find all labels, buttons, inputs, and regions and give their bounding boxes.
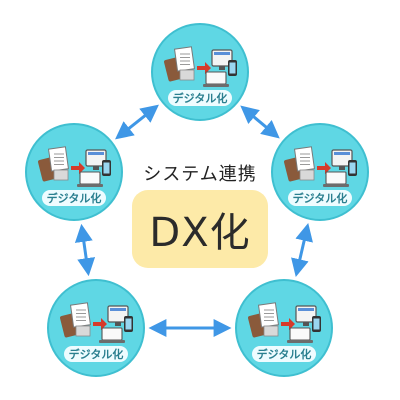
red-arrow-icon <box>281 318 295 330</box>
laptop-base <box>323 184 349 187</box>
id-card-shape <box>53 169 69 181</box>
node-label: デジタル化 <box>173 91 228 105</box>
dx-title: DX化 <box>149 210 251 256</box>
id-card-shape <box>299 169 315 181</box>
monitor-stand <box>339 166 345 170</box>
node-bottom-right: デジタル化 <box>235 279 333 377</box>
red-arrow-icon <box>71 162 85 174</box>
phone-screen <box>229 62 236 74</box>
red-arrow-icon <box>317 162 331 174</box>
node-label-bg <box>42 190 106 206</box>
phone-screen <box>349 162 356 174</box>
monitor-stand <box>93 166 99 170</box>
id-card-shape <box>179 69 195 81</box>
paper-shape <box>69 302 92 328</box>
monitor-screen-bar <box>110 308 126 311</box>
node-bottom-left: デジタル化 <box>47 279 145 377</box>
paper-to-computer-icon <box>164 46 237 87</box>
node-label: デジタル化 <box>47 191 102 205</box>
node-top: デジタル化 <box>151 23 249 121</box>
laptop-screen <box>101 327 123 341</box>
monitor-stand <box>303 322 309 326</box>
laptop-base <box>287 340 313 343</box>
laptop-base <box>203 84 229 87</box>
paper-to-computer-icon <box>248 302 321 343</box>
laptop-screen <box>205 71 227 85</box>
node-label: デジタル化 <box>293 191 348 205</box>
paper-shape <box>293 146 316 172</box>
node-label-bg <box>288 190 352 206</box>
paper-shape <box>173 46 196 72</box>
monitor-screen-bar <box>298 308 314 311</box>
monitor-stand <box>219 66 225 70</box>
phone-screen <box>103 162 110 174</box>
dx-title-box: DX化 <box>132 190 268 268</box>
paper-shape <box>47 146 70 172</box>
system-integration-caption: システム連携 <box>143 164 257 185</box>
laptop-base <box>99 340 125 343</box>
node-label-bg <box>168 90 232 106</box>
red-arrow-icon <box>197 62 211 74</box>
paper-to-computer-icon <box>60 302 133 343</box>
phone-screen <box>313 318 320 330</box>
laptop-base <box>77 184 103 187</box>
node-label: デジタル化 <box>257 347 312 361</box>
red-arrow-icon <box>93 318 107 330</box>
node-left: デジタル化 <box>25 123 123 221</box>
node-label-bg <box>252 346 316 362</box>
paper-to-computer-icon <box>38 146 111 187</box>
laptop-screen <box>325 171 347 185</box>
monitor-screen-bar <box>334 152 350 155</box>
monitor-screen-bar <box>88 152 104 155</box>
node-right: デジタル化 <box>271 123 369 221</box>
laptop-screen <box>79 171 101 185</box>
phone-screen <box>125 318 132 330</box>
bidirectional-arrow-bottom-left-left <box>74 223 96 277</box>
id-card-shape <box>75 325 91 337</box>
monitor-screen-bar <box>214 52 230 55</box>
node-label-bg <box>64 346 128 362</box>
bidirectional-arrow-top-right <box>240 105 280 139</box>
laptop-screen <box>289 327 311 341</box>
id-card-shape <box>263 325 279 337</box>
paper-shape <box>257 302 280 328</box>
node-label: デジタル化 <box>69 347 124 361</box>
paper-to-computer-icon <box>284 146 357 187</box>
monitor-stand <box>115 322 121 326</box>
bidirectional-arrow-right-bottom-right <box>291 223 313 277</box>
bidirectional-arrow-left-top <box>115 104 159 140</box>
